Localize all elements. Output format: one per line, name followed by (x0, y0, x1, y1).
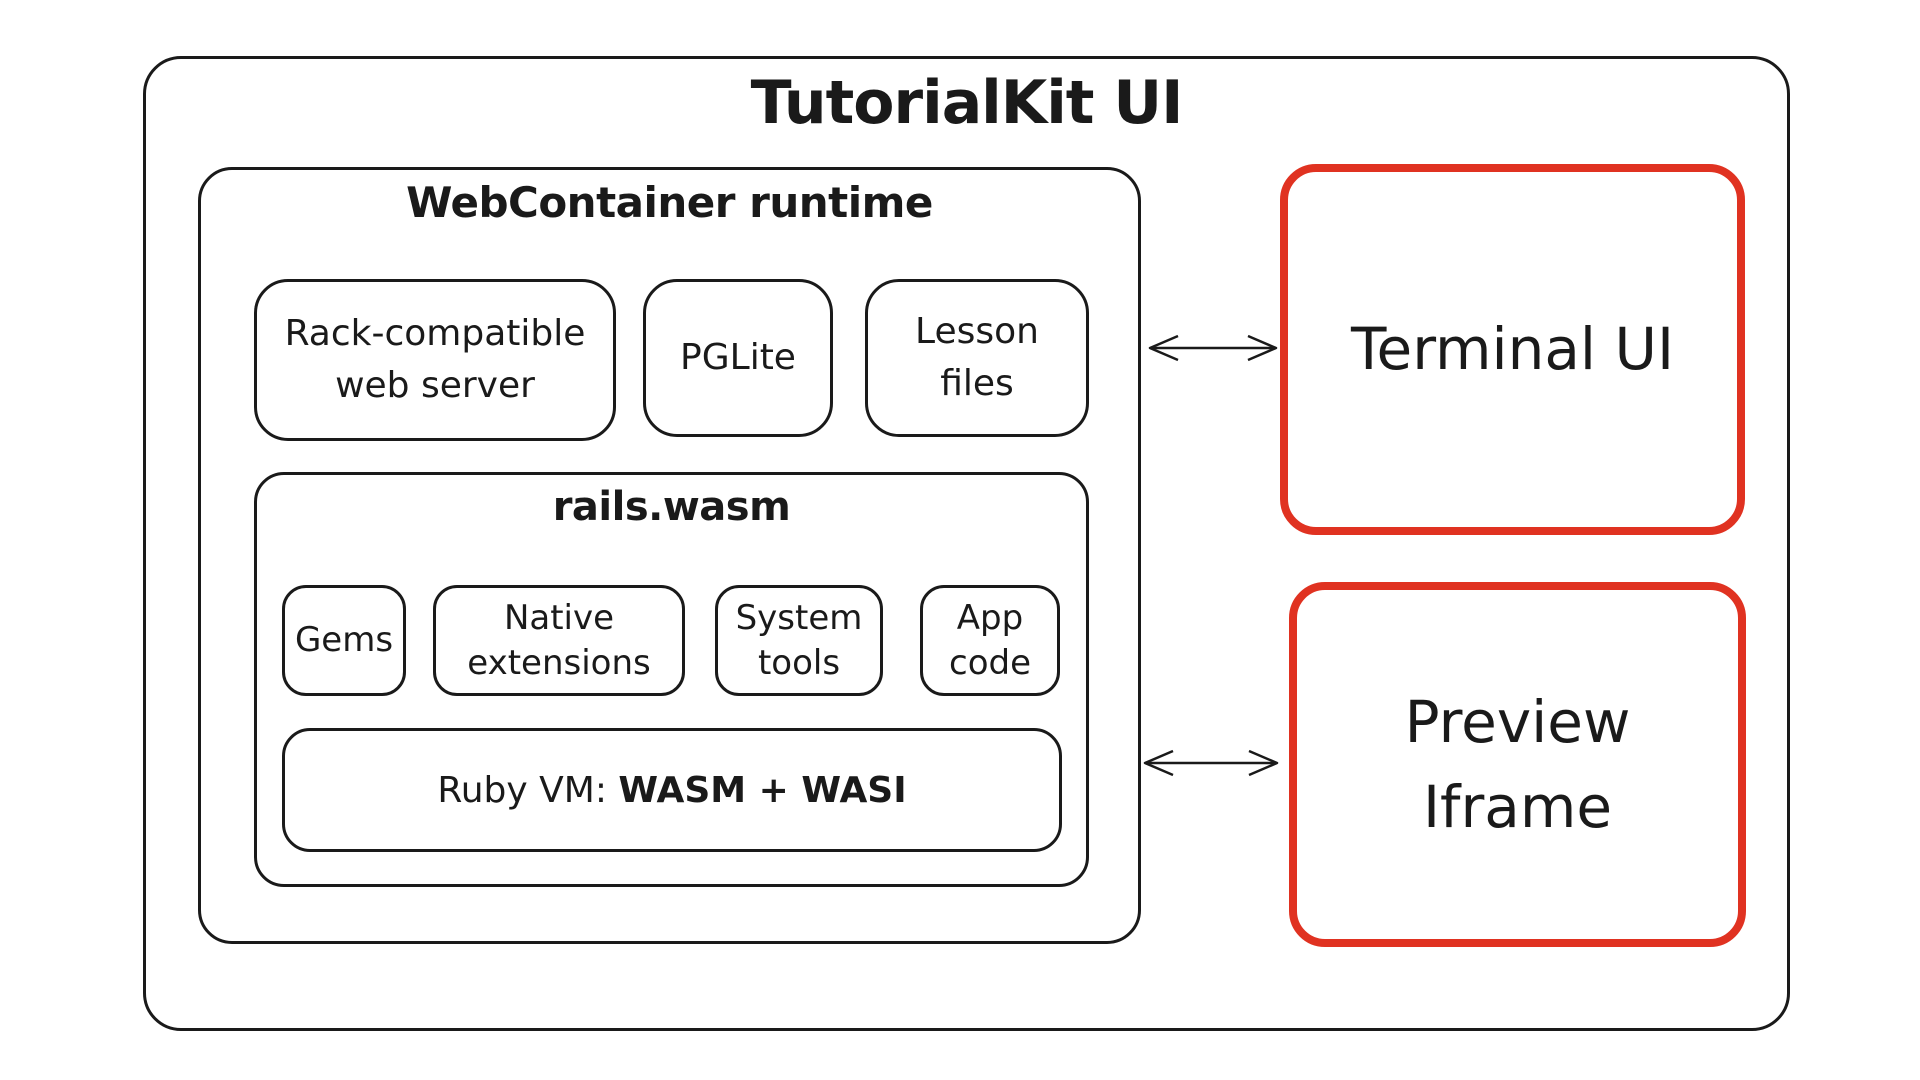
preview-double-arrow (1143, 749, 1279, 777)
gems-box: Gems (282, 585, 406, 696)
native-extensions-box: Native extensions (433, 585, 685, 696)
runtime-title: WebContainer runtime (406, 178, 933, 227)
diagram-title: TutorialKit UI (750, 68, 1184, 138)
terminal-ui-box: Terminal UI (1280, 164, 1745, 535)
terminal-double-arrow (1148, 334, 1278, 362)
lesson-files-box: Lesson files (865, 279, 1089, 437)
preview-iframe-box: Preview Iframe (1289, 582, 1746, 947)
ruby-vm-prefix: Ruby VM: (437, 769, 619, 811)
pglite-box: PGLite (643, 279, 833, 437)
app-code-box: App code (920, 585, 1060, 696)
ruby-vm-box: Ruby VM: WASM + WASI (282, 728, 1062, 852)
rails-wasm-title: rails.wasm (552, 484, 791, 530)
system-tools-box: System tools (715, 585, 883, 696)
rack-server-box: Rack-compatible web server (254, 279, 616, 441)
ruby-vm-emphasis: WASM + WASI (618, 769, 907, 811)
